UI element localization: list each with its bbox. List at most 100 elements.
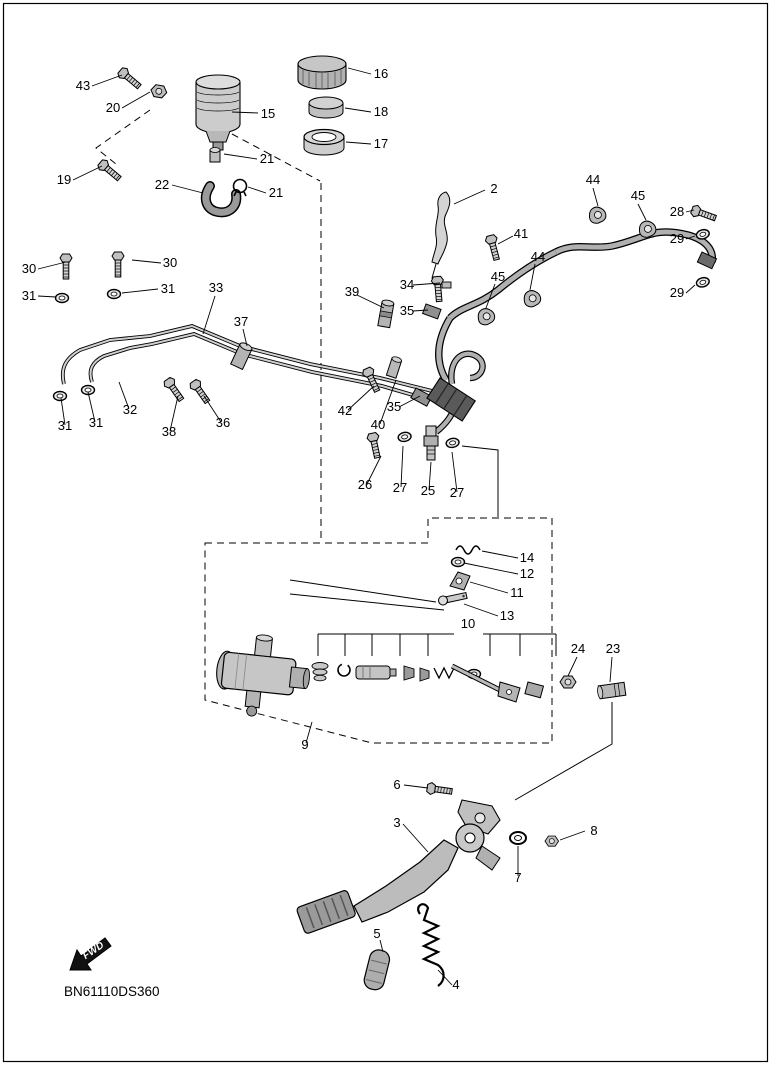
washer-part-7 [509,831,527,845]
kit-bracket-10 [317,633,557,656]
part-number-17: 17 [374,136,388,151]
brake-hose-part [433,228,718,435]
part-number-36: 36 [216,415,230,430]
part-number-21-a: 21 [260,151,274,166]
bolt-part-19 [95,157,124,184]
kit-pushrod-part [450,663,521,703]
part-number-44-b: 44 [531,249,545,264]
kit-boot-part [311,662,329,682]
dashed-construction-lines [95,109,553,744]
washer-part-27-right [444,436,461,450]
reservoir-hose-part-22 [200,181,242,218]
part-number-13: 13 [500,608,514,623]
reservoir-tank-part [195,74,241,151]
part-number-3: 3 [393,815,400,830]
part-number-26: 26 [358,477,372,492]
part-number-21-b: 21 [269,185,283,200]
spring-part-14 [455,545,481,555]
part-number-45-b: 45 [491,269,505,284]
clamp-part-45-mid [476,307,497,327]
bolt-part-43 [115,65,144,92]
diaphragm-part [303,128,345,156]
part-number-40: 40 [371,417,385,432]
bolt-part-38 [161,375,187,404]
part-number-8: 8 [590,823,597,838]
part-number-29-b: 29 [670,285,684,300]
part-number-31-d: 31 [89,415,103,430]
part-number-12: 12 [520,566,534,581]
bolt-part-6 [425,781,454,798]
part-number-31-b: 31 [161,281,175,296]
bolt-part-42 [360,365,384,395]
union-part-25 [423,425,439,461]
holder-part-35-lower [410,387,433,407]
clamp-part-44-upper [587,205,608,226]
brake-pipe-part [60,324,437,402]
part-number-20: 20 [106,100,120,115]
part-number-6: 6 [393,777,400,792]
bolt-part-30-right [111,251,125,278]
joint-part-11 [449,571,471,591]
part-number-38: 38 [162,424,176,439]
part-number-29-a: 29 [670,231,684,246]
holder-part-35-upper [421,303,442,320]
part-number-10: 10 [461,616,475,631]
part-number-24: 24 [571,641,585,656]
fwd-arrow: FWD [69,937,112,971]
part-number-44-a: 44 [586,172,600,187]
hose-fitting-block-part [426,377,476,422]
callout-labels: 43 20 15 16 18 17 19 21 22 21 2 44 45 28… [22,66,684,992]
part-number-9: 9 [301,737,308,752]
washer-part-12 [450,556,466,568]
part-number-22: 22 [155,177,169,192]
clamp-part-44-mid [522,289,543,309]
reservoir-cap-part [297,55,347,90]
part-number-27-a: 27 [393,480,407,495]
rubber-stop-part-5 [363,949,391,991]
washer-part-29-upper [694,227,711,242]
part-number-28: 28 [670,204,684,219]
part-number-19: 19 [57,172,71,187]
part-number-33: 33 [209,280,223,295]
part-number-31-c: 31 [58,418,72,433]
spacer-part-40 [385,356,403,379]
part-number-4: 4 [452,977,459,992]
part-number-27-b: 27 [450,485,464,500]
part-number-45-a: 45 [631,188,645,203]
kit-circlip-part [337,663,351,677]
callout-leader-lines [37,67,696,986]
hose-clip-part-21 [232,178,248,197]
damper-part-39 [377,299,395,329]
washer-part-31-a [54,292,70,304]
washer-part-31-c [52,390,68,402]
washer-part-27-left [396,430,413,444]
nut-part-24 [559,675,577,689]
part-number-2: 2 [490,181,497,196]
adjuster-part-23 [597,681,627,700]
kit-piston-part [355,665,397,680]
part-number-32: 32 [123,402,137,417]
clevis-pin-part-13 [437,591,468,606]
part-number-41: 41 [514,226,528,241]
brake-pedal-part [296,799,501,934]
diaphragm-plate-part [308,96,344,119]
solid-construction-lines [289,263,613,801]
nut-part-20 [149,83,169,100]
diagram-part-code: BN61110DS360 [64,984,160,999]
washer-part-29-lower [694,275,711,290]
part-number-39: 39 [345,284,359,299]
bolt-part-41 [483,233,503,262]
kit-stopper-part [524,681,545,699]
grommet-part-37 [230,342,253,371]
part-number-35-a: 35 [400,303,414,318]
part-number-42: 42 [338,403,352,418]
spring-part-4 [417,903,445,987]
part-number-34: 34 [400,277,414,292]
master-cylinder-part [216,634,311,717]
part-number-7: 7 [514,870,521,885]
washer-part-31-b [106,288,122,300]
bolt-part-30-left [59,253,73,280]
